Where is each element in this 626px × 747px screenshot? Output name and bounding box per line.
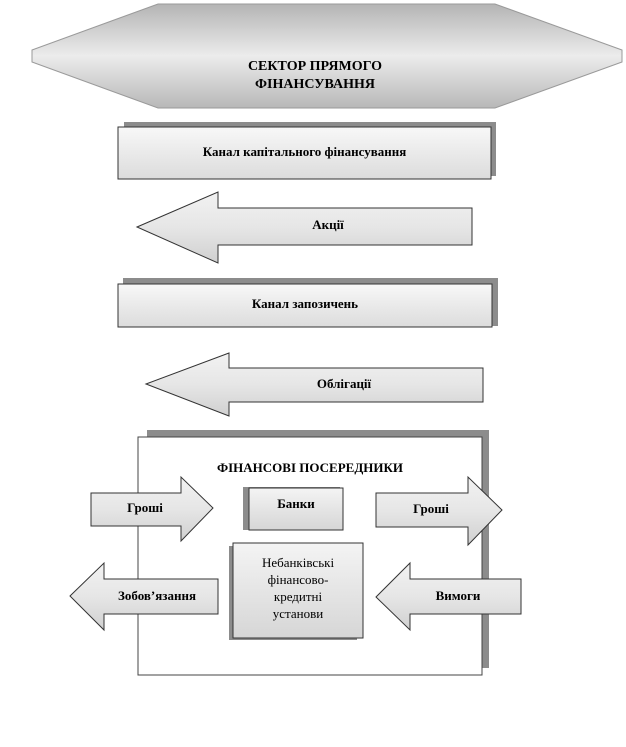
header-title: СЕКТОР ПРЯМОГО ФІНАНСУВАННЯ [200,58,430,94]
nonbank-label-line-1: Небанківські [261,555,335,570]
header-title-line-1: СЕКТОР ПРЯМОГО [247,59,383,74]
bonds-arrow [144,352,484,417]
nonbank-label-line-2: фінансово- [267,572,329,587]
borrowing-channel-label: Канал запозичень [251,296,359,311]
liabilities-label: Зобов’язання [118,588,196,603]
nonbank-label: Небанківські фінансово- кредитні установ… [233,554,363,622]
capital-channel-box [117,122,496,180]
nonbank-label-line-4: установи [272,606,324,621]
money-out-label: Гроші [413,501,449,516]
header-title-line-2: ФІНАНСУВАННЯ [254,77,376,92]
claims-arrow [375,561,522,632]
banks-label: Банки [277,496,315,511]
money-in-arrow [90,475,214,543]
nonbank-label-line-3: кредитні [273,589,323,604]
claims-label: Вимоги [435,588,481,603]
capital-channel-label: Канал капітального фінансування [202,144,407,159]
shares-label: Акції [312,217,344,232]
direct-financing-sector-hexagon [31,3,623,109]
money-out-arrow [375,475,503,547]
bonds-label: Облігації [316,376,372,391]
shares-arrow [135,191,473,264]
liabilities-arrow [69,561,219,632]
nonbank-institutions-box [229,542,364,640]
banks-box [243,487,344,531]
intermediaries-title: ФІНАНСОВІ ПОСЕРЕДНИКИ [216,460,404,475]
money-in-label: Гроші [127,500,163,515]
borrowing-channel-box [117,278,498,328]
